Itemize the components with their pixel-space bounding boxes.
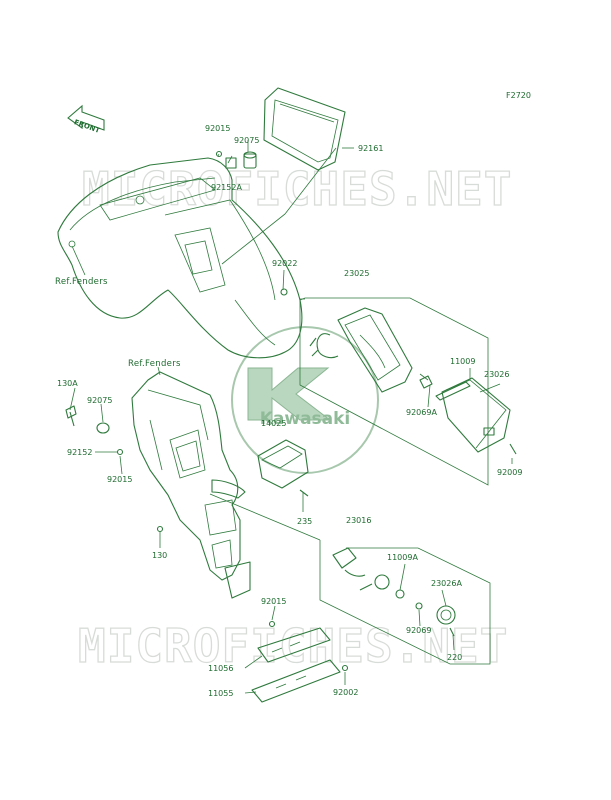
part-92022: 92022 <box>272 259 297 268</box>
part-130A: 130A <box>57 379 78 388</box>
part-92002: 92002 <box>333 688 358 697</box>
part-11009A: 11009A <box>387 553 418 562</box>
part-92069A: 92069A <box>406 408 437 417</box>
part-92161: 92161 <box>358 144 383 153</box>
ref-fenders-top: Ref.Fenders <box>55 277 108 287</box>
part-11055: 11055 <box>208 689 233 698</box>
part-92075-b: 92075 <box>87 396 112 405</box>
figure-code: F2720 <box>506 91 531 100</box>
rear-fender-upper <box>57 157 303 359</box>
part-23026A: 23026A <box>431 579 462 588</box>
part-92015-a: 92015 <box>205 124 230 133</box>
reflector-14025 <box>257 439 309 497</box>
part-92069: 92069 <box>406 626 431 635</box>
part-14025: 14025 <box>261 419 286 428</box>
part-23026: 23026 <box>484 370 509 379</box>
license-bracket <box>224 561 349 703</box>
part-92009: 92009 <box>497 468 522 477</box>
kawasaki-logo: Kawasaki <box>231 326 379 474</box>
logo-text: Kawasaki <box>260 409 351 429</box>
watermark-top: MICROFICHES.NET <box>82 162 512 216</box>
part-235: 235 <box>297 517 312 526</box>
front-arrow-icon: FRONT <box>67 104 105 135</box>
plate-holder <box>263 87 346 171</box>
part-11009: 11009 <box>450 357 475 366</box>
part-92075-a: 92075 <box>234 136 259 145</box>
ref-fenders-mid: Ref.Fenders <box>128 359 181 369</box>
watermark-bottom: MICROFICHES.NET <box>78 619 508 673</box>
part-11056: 11056 <box>208 664 233 673</box>
rear-fender-lower <box>131 371 246 581</box>
part-130: 130 <box>152 551 167 560</box>
part-23025: 23025 <box>344 269 369 278</box>
part-92015-c: 92015 <box>261 597 286 606</box>
leader-lines <box>69 140 513 694</box>
part-92152: 92152 <box>67 448 92 457</box>
part-92152A: 92152A <box>211 183 242 192</box>
hardware-top <box>215 150 288 296</box>
hardware-side <box>65 405 164 533</box>
part-220: 220 <box>447 653 462 662</box>
tail-lamp-assembly <box>309 307 413 393</box>
part-92015-b: 92015 <box>107 475 132 484</box>
part-23016: 23016 <box>346 516 371 525</box>
